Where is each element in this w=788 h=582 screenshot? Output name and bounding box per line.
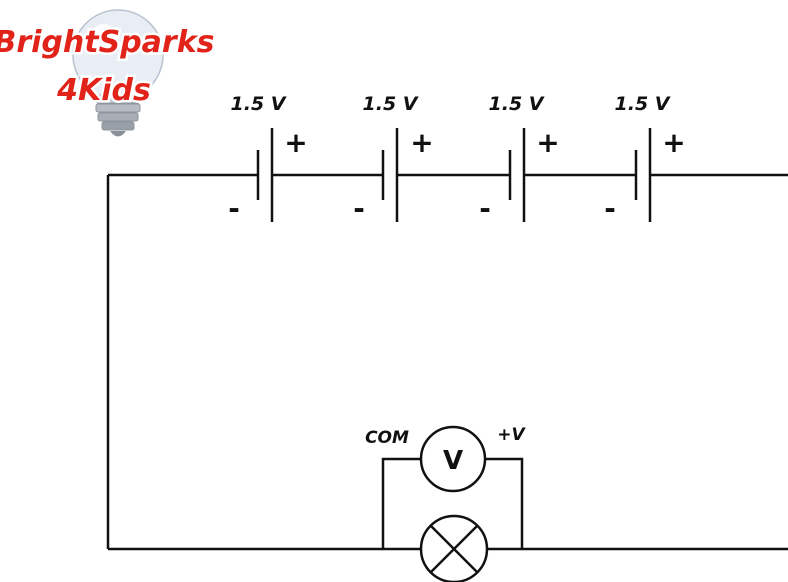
cell-voltage-label: 1.5 V bbox=[489, 93, 545, 115]
cell-negative-sign: - bbox=[353, 192, 365, 225]
cell-1: 1.5 V + - bbox=[228, 93, 308, 225]
cell-3: 1.5 V + - bbox=[479, 93, 560, 225]
cell-positive-sign: + bbox=[410, 126, 433, 159]
cell-4: 1.5 V + - bbox=[604, 93, 686, 225]
voltmeter-circle bbox=[419, 425, 487, 493]
logo-brand-text: BrightSparks bbox=[0, 25, 215, 60]
cell-2: 1.5 V + - bbox=[353, 93, 434, 225]
cell-positive-sign: + bbox=[536, 126, 559, 159]
lamp-cross-icon bbox=[419, 514, 489, 582]
voltmeter: V COM +V bbox=[365, 425, 527, 493]
cell-negative-sign: - bbox=[479, 192, 491, 225]
voltmeter-positive-label: +V bbox=[497, 425, 526, 445]
cell-negative-sign: - bbox=[604, 192, 616, 225]
wires bbox=[106, 173, 788, 551]
voltmeter-com-label: COM bbox=[365, 428, 409, 448]
logo: BrightSparks 4Kids bbox=[0, 9, 217, 137]
wire-meter-left bbox=[381, 457, 421, 549]
cell-voltage-label: 1.5 V bbox=[363, 93, 419, 115]
lamp bbox=[419, 514, 489, 582]
wire-meter-right bbox=[485, 457, 524, 549]
cell-voltage-label: 1.5 V bbox=[615, 93, 671, 115]
lightbulb-icon bbox=[72, 9, 164, 137]
voltmeter-symbol: V bbox=[443, 446, 463, 476]
cell-voltage-label: 1.5 V bbox=[231, 93, 287, 115]
cell-positive-sign: + bbox=[284, 126, 307, 159]
cell-positive-sign: + bbox=[662, 126, 685, 159]
cell-negative-sign: - bbox=[228, 192, 240, 225]
logo-sub-text: 4Kids bbox=[56, 73, 151, 108]
